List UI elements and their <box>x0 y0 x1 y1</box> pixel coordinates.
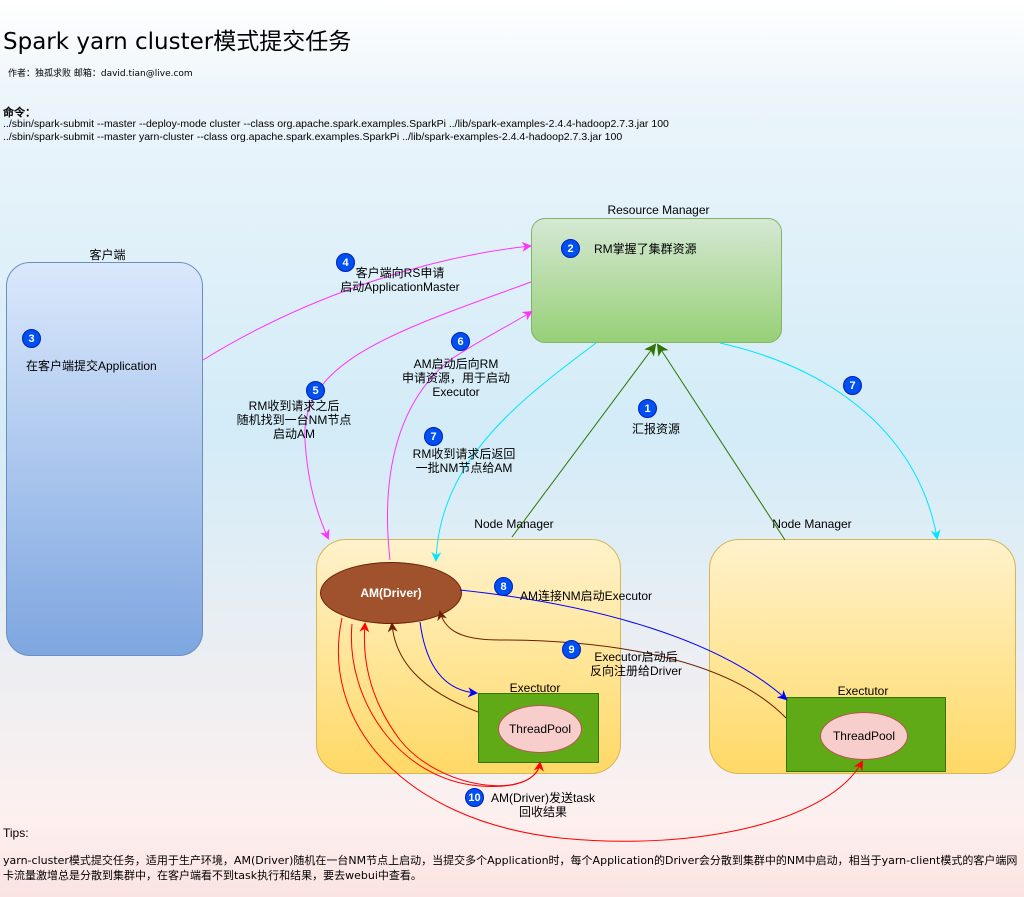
arrow-8-am-to-exec1 <box>419 621 478 698</box>
arrow-8-am-to-exec2 <box>459 589 788 701</box>
arrow-4-client-to-rm <box>202 241 532 361</box>
arrow-7b-rm-to-nm2 <box>719 342 941 540</box>
nm1-title: Node Manager <box>474 517 554 531</box>
arrow-10-am-to-tp2 <box>337 617 863 842</box>
step-4-badge: 4 <box>336 253 355 272</box>
command-line-2: ../sbin/spark-submit --master yarn-clust… <box>3 131 623 143</box>
step-4-label: 客户端向RS申请 启动ApplicationMaster <box>340 266 460 294</box>
step-6-badge: 6 <box>451 332 470 351</box>
resource-manager-box <box>531 218 782 343</box>
arrow-1-nm2-to-rm <box>656 343 786 541</box>
rm-title: Resource Manager <box>607 203 710 217</box>
client-text: 在客户端提交Application <box>26 359 157 373</box>
threadpool-1: ThreadPool <box>498 705 582 753</box>
tips-text: yarn-cluster模式提交任务，适用于生产环境，AM(Driver)随机在… <box>3 854 1018 882</box>
step-8-badge: 8 <box>494 577 513 596</box>
step-5-label: RM收到请求之后 随机找到一台NM节点 启动AM <box>236 399 352 441</box>
executor-1-title: Exectutor <box>509 681 561 695</box>
step-7b-badge: 7 <box>843 376 862 395</box>
arrow-7a-rm-to-am <box>431 342 597 562</box>
arrow-10-tp1-to-am <box>359 622 541 787</box>
step-10-badge: 10 <box>465 788 484 807</box>
step-3-badge: 3 <box>22 329 41 348</box>
step-9-badge: 9 <box>562 640 581 659</box>
am-driver-node: AM(Driver) <box>320 562 462 624</box>
nm2-title: Node Manager <box>772 517 852 531</box>
step-7a-badge: 7 <box>424 427 443 446</box>
step-9-label: Executor启动后 反向注册给Driver <box>590 650 682 678</box>
client-title: 客户端 <box>89 248 126 262</box>
arrow-1-nm1-to-rm <box>511 343 657 538</box>
page-title: Spark yarn cluster模式提交任务 <box>3 29 352 55</box>
step-5-badge: 5 <box>306 381 325 400</box>
arrow-9-exec2-to-am <box>437 610 787 719</box>
rm-text: RM掌握了集群资源 <box>594 242 697 256</box>
threadpool-2: ThreadPool <box>820 712 908 760</box>
arrow-9-exec1-to-am <box>387 622 479 713</box>
arrow-6-am-to-rm <box>387 310 533 561</box>
client-box <box>6 262 203 656</box>
commands-label: 命令： <box>3 106 36 119</box>
command-line-1: ../sbin/spark-submit --master --deploy-m… <box>3 118 669 130</box>
step-1-label: 汇报资源 <box>632 422 681 436</box>
arrow-10-am-to-tp1 <box>350 623 544 787</box>
step-7-label: RM收到请求后返回 一批NM节点给AM <box>412 447 516 475</box>
step-2-badge: 2 <box>561 239 580 258</box>
step-8-label: AM连接NM启动Executor <box>520 589 653 603</box>
arrow-5-rm-to-nm1 <box>304 281 532 540</box>
step-6-label: AM启动后向RM 申请资源，用于启动 Executor <box>401 357 510 399</box>
step-10-label: AM(Driver)发送task 回收结果 <box>491 791 595 819</box>
author-line: 作者：独孤求败 邮箱：david.tian@live.com <box>8 69 193 79</box>
step-1-badge: 1 <box>638 399 657 418</box>
executor-2-title: Exectutor <box>837 684 889 698</box>
tips-label: Tips: <box>3 826 29 840</box>
